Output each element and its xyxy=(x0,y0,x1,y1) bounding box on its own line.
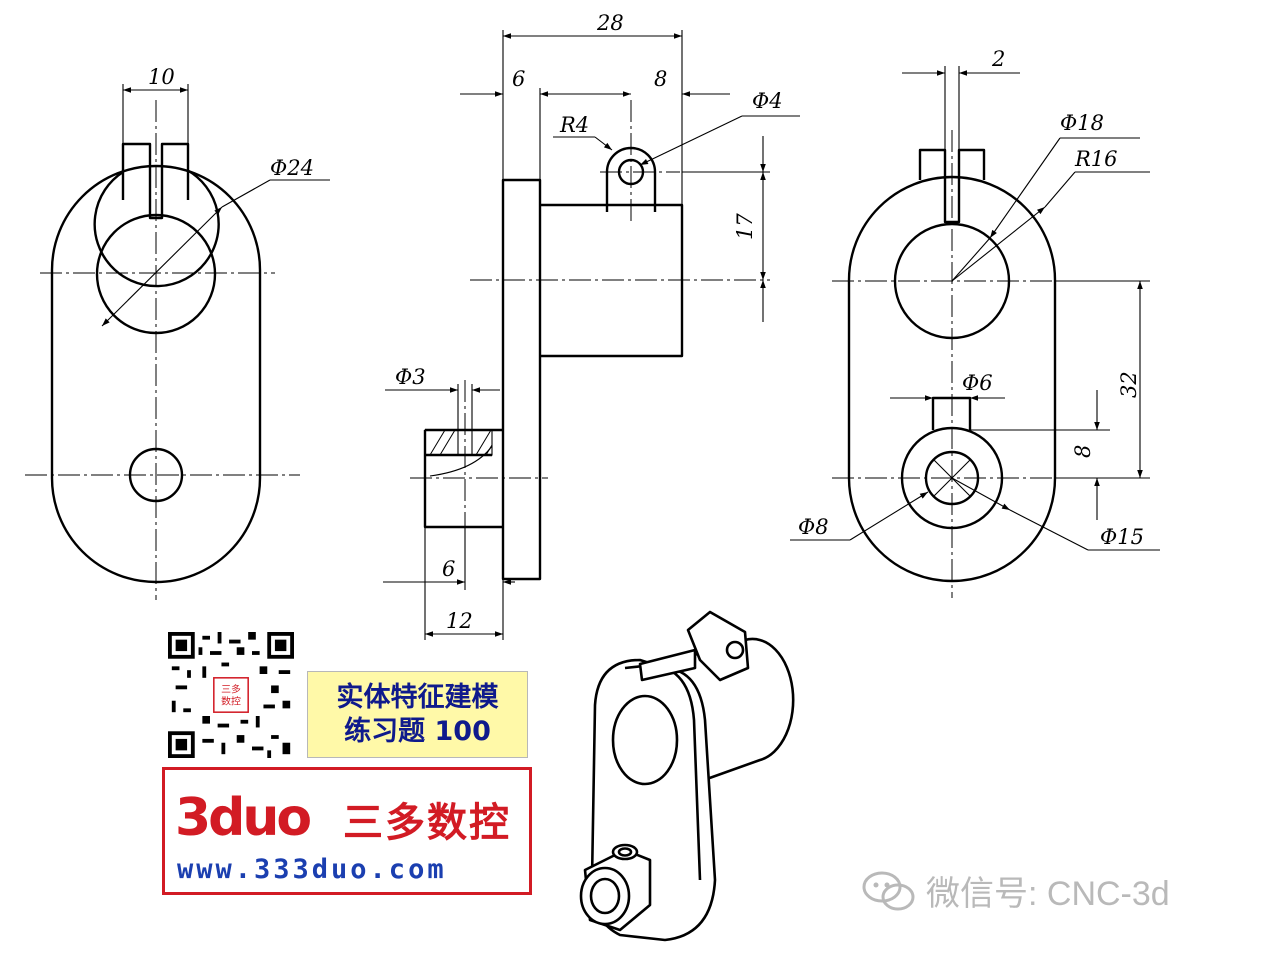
dim-side-total: 28 xyxy=(596,11,624,35)
dimension-labels: 10 Φ24 28 6 8 Φ4 R4 17 Φ3 6 12 2 Φ18 R16… xyxy=(148,11,1144,633)
dim-rear-dia: Φ18 xyxy=(1060,111,1104,135)
qr-code: 三多 数控 xyxy=(168,632,294,758)
logo-banner: 3duo 三多数控 www.333duo.com xyxy=(162,767,532,895)
brand-url: www.333duo.com xyxy=(177,854,447,885)
dim-front-width: 10 xyxy=(148,65,175,89)
front-view xyxy=(25,84,330,600)
svg-text:三多: 三多 xyxy=(221,682,241,695)
dim-side-left: 6 xyxy=(512,67,525,91)
dim-side-hole: Φ4 xyxy=(752,89,783,113)
wechat-icon xyxy=(862,871,915,910)
dim-rear-boss: Φ15 xyxy=(1100,525,1144,549)
dim-rear-bore: Φ8 xyxy=(798,515,829,539)
dim-front-dia: Φ24 xyxy=(270,156,314,180)
isometric-view xyxy=(579,610,795,942)
dim-side-height: 17 xyxy=(733,213,757,240)
dim-side-bottom-outer: 12 xyxy=(446,609,473,633)
watermark-text: 微信号: CNC-3d xyxy=(926,875,1170,913)
dim-side-small-hole: Φ3 xyxy=(395,365,426,389)
title-line-1: 实体特征建模 xyxy=(336,681,499,713)
dim-side-right: 8 xyxy=(654,67,667,91)
brand-name-cn: 三多数控 xyxy=(343,800,511,846)
title-line-2: 练习题 100 xyxy=(344,715,491,747)
svg-text:数控: 数控 xyxy=(221,695,241,708)
dim-rear-slot: 2 xyxy=(991,47,1005,71)
rear-view xyxy=(790,66,1160,598)
side-view xyxy=(383,30,800,640)
dim-rear-center-dist: 32 xyxy=(1117,371,1141,398)
wechat-watermark: 微信号: CNC-3d xyxy=(862,866,1170,915)
dim-side-bottom-inner: 6 xyxy=(442,557,455,581)
title-box: 实体特征建模 练习题 100 xyxy=(307,671,528,758)
dim-side-radius: R4 xyxy=(559,113,589,137)
dim-rear-small-hole: Φ6 xyxy=(962,371,993,395)
dim-rear-offset: 8 xyxy=(1071,445,1095,458)
brand-logo: 3duo xyxy=(175,788,312,848)
dim-rear-radius: R16 xyxy=(1074,147,1118,171)
